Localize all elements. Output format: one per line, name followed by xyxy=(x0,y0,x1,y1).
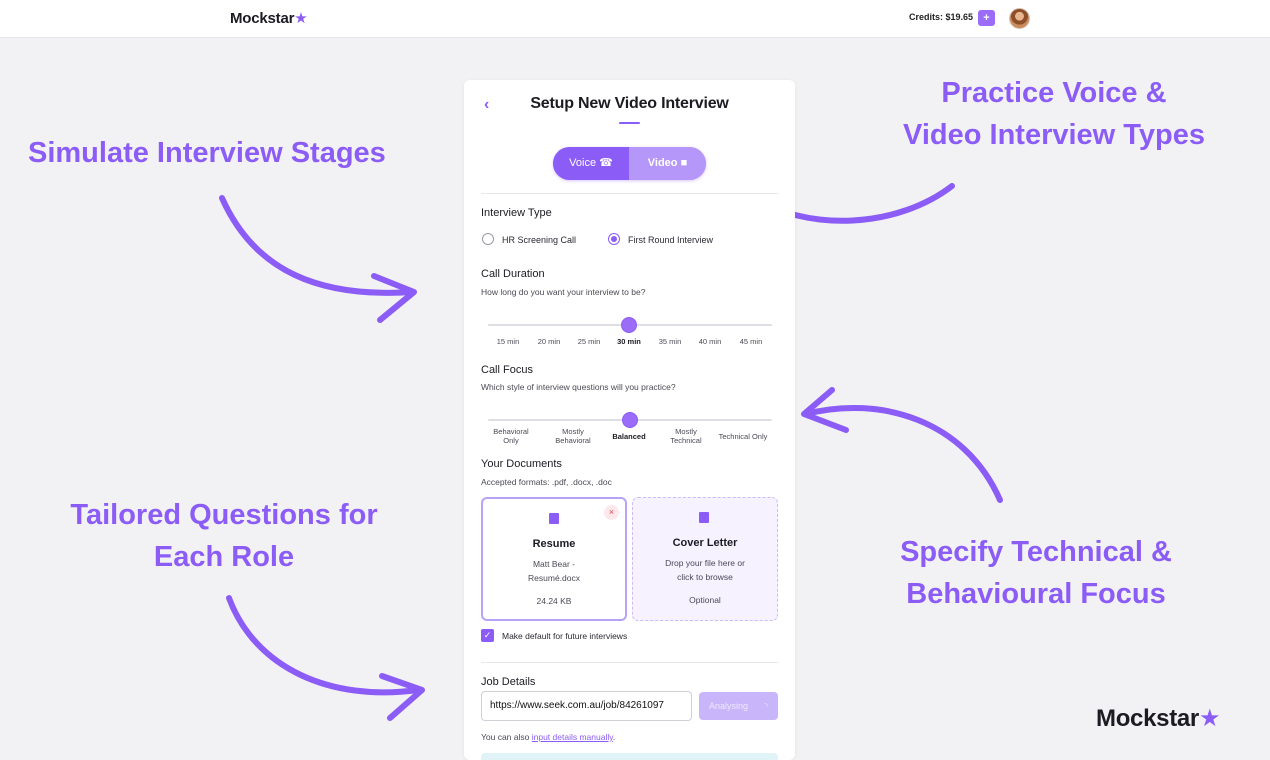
info-banner xyxy=(481,753,778,760)
duration-slider-thumb[interactable] xyxy=(622,318,636,332)
brand-logo[interactable]: Mockstar★ xyxy=(230,9,308,27)
focus-tick-selected: Balanced xyxy=(612,432,646,441)
manual-note-prefix: You can also xyxy=(481,732,532,742)
add-credits-button[interactable]: + xyxy=(978,10,995,26)
resume-upload-card[interactable]: × Resume Matt Bear - Resumé.docx 24.24 K… xyxy=(481,497,627,621)
make-default-label[interactable]: Make default for future interviews xyxy=(502,631,628,641)
spinner-icon: ◝ xyxy=(764,701,769,711)
arrow-stages-head xyxy=(371,273,417,323)
remove-resume-button[interactable]: × xyxy=(604,505,619,520)
video-mode-button[interactable]: Video ■ xyxy=(629,147,706,180)
call-focus-hint: Which style of interview questions will … xyxy=(481,382,676,392)
document-icon xyxy=(699,512,709,523)
radio-first-round[interactable] xyxy=(608,233,620,245)
job-url-input[interactable]: https://www.seek.com.au/job/84261097 xyxy=(481,691,692,721)
callout-stages: Simulate Interview Stages xyxy=(28,137,386,169)
resume-filename-line1: Matt Bear - xyxy=(532,559,576,569)
back-icon[interactable]: ‹ xyxy=(484,96,490,113)
brand-logo-large: Mockstar★ xyxy=(1096,704,1221,733)
resume-title: Resume xyxy=(532,538,576,550)
cover-letter-title: Cover Letter xyxy=(672,537,738,549)
cover-letter-drop-line1: Drop your file here or xyxy=(665,558,745,568)
duration-tick: 25 min xyxy=(577,337,601,346)
callout-tailored-line2: Each Role xyxy=(153,541,295,573)
duration-tick: 15 min xyxy=(496,337,520,346)
callout-focus-line2: Behavioural Focus xyxy=(906,578,1166,610)
radio-label-hr-screening[interactable]: HR Screening Call xyxy=(502,235,577,245)
callout-types-line1: Practice Voice & xyxy=(941,77,1167,109)
star-icon: ★ xyxy=(294,10,308,27)
manual-input-note: You can also input details manually. xyxy=(481,732,615,742)
interview-type-label: Interview Type xyxy=(481,207,552,219)
star-icon: ★ xyxy=(1198,705,1221,732)
resume-filename-line2: Resumé.docx xyxy=(528,573,580,583)
radio-label-first-round[interactable]: First Round Interview xyxy=(628,235,714,245)
callout-focus: Specify Technical & Behavioural Focus xyxy=(888,531,1184,615)
manual-note-suffix: . xyxy=(612,732,616,742)
cover-letter-dropzone[interactable]: Cover Letter Drop your file here or clic… xyxy=(632,497,778,621)
divider xyxy=(481,193,778,194)
arrow-focus-head xyxy=(801,387,849,433)
mode-toggle: Voice ☎ Video ■ xyxy=(553,147,706,180)
callout-focus-line1: Specify Technical & xyxy=(900,536,1172,568)
page-title: Setup New Video Interview xyxy=(530,95,729,112)
focus-tick: Mostly Technical xyxy=(670,427,702,445)
call-duration-label: Call Duration xyxy=(481,268,545,280)
callout-types: Practice Voice & Video Interview Types xyxy=(886,72,1222,156)
duration-tick: 20 min xyxy=(537,337,561,346)
brand-name: Mockstar xyxy=(230,10,295,27)
arrow-tailored-head xyxy=(379,673,425,721)
resume-filesize: 24.24 KB xyxy=(536,596,572,606)
analysing-label: Analysing xyxy=(709,701,749,711)
focus-tick: Technical Only xyxy=(718,432,768,441)
focus-tick: Mostly Behavioral xyxy=(555,427,591,445)
voice-mode-button[interactable]: Voice ☎ xyxy=(553,147,629,180)
cover-letter-drop-line2: click to browse xyxy=(677,572,733,582)
duration-tick: 35 min xyxy=(658,337,682,346)
duration-tick: 45 min xyxy=(739,337,763,346)
callout-tailored-line1: Tailored Questions for xyxy=(70,499,378,531)
manual-input-link[interactable]: input details manually xyxy=(531,732,613,742)
documents-formats: Accepted formats: .pdf, .docx, .doc xyxy=(481,477,612,487)
duration-tick: 40 min xyxy=(698,337,722,346)
document-icon xyxy=(549,513,559,524)
avatar[interactable] xyxy=(1009,8,1030,29)
arrow-stages xyxy=(219,195,415,296)
duration-tick-selected: 30 min xyxy=(617,337,641,346)
make-default-checkbox[interactable]: ✓ xyxy=(481,629,494,642)
documents-label: Your Documents xyxy=(481,458,562,470)
arrow-tailored xyxy=(226,595,421,696)
title-underline xyxy=(619,122,640,124)
setup-interview-card: ‹ Setup New Video Interview Voice ☎ Vide… xyxy=(464,80,795,760)
arrow-focus xyxy=(803,405,1003,503)
focus-slider-thumb[interactable] xyxy=(623,413,637,427)
callout-types-line2: Video Interview Types xyxy=(903,119,1205,151)
call-focus-label: Call Focus xyxy=(481,364,533,376)
credits-balance: Credits: $19.65 xyxy=(909,12,974,22)
divider xyxy=(481,662,778,663)
focus-tick: Behavioral Only xyxy=(493,427,529,445)
radio-hr-screening[interactable] xyxy=(482,233,494,245)
call-duration-hint: How long do you want your interview to b… xyxy=(481,287,646,297)
job-details-label: Job Details xyxy=(481,676,536,688)
cover-letter-optional: Optional xyxy=(689,595,721,605)
top-bar: Mockstar★ Credits: $19.65 + xyxy=(0,0,1270,38)
brand-name-large: Mockstar xyxy=(1096,705,1199,732)
callout-tailored: Tailored Questions for Each Role xyxy=(56,494,392,578)
analysing-button[interactable]: Analysing ◝ xyxy=(699,692,778,720)
